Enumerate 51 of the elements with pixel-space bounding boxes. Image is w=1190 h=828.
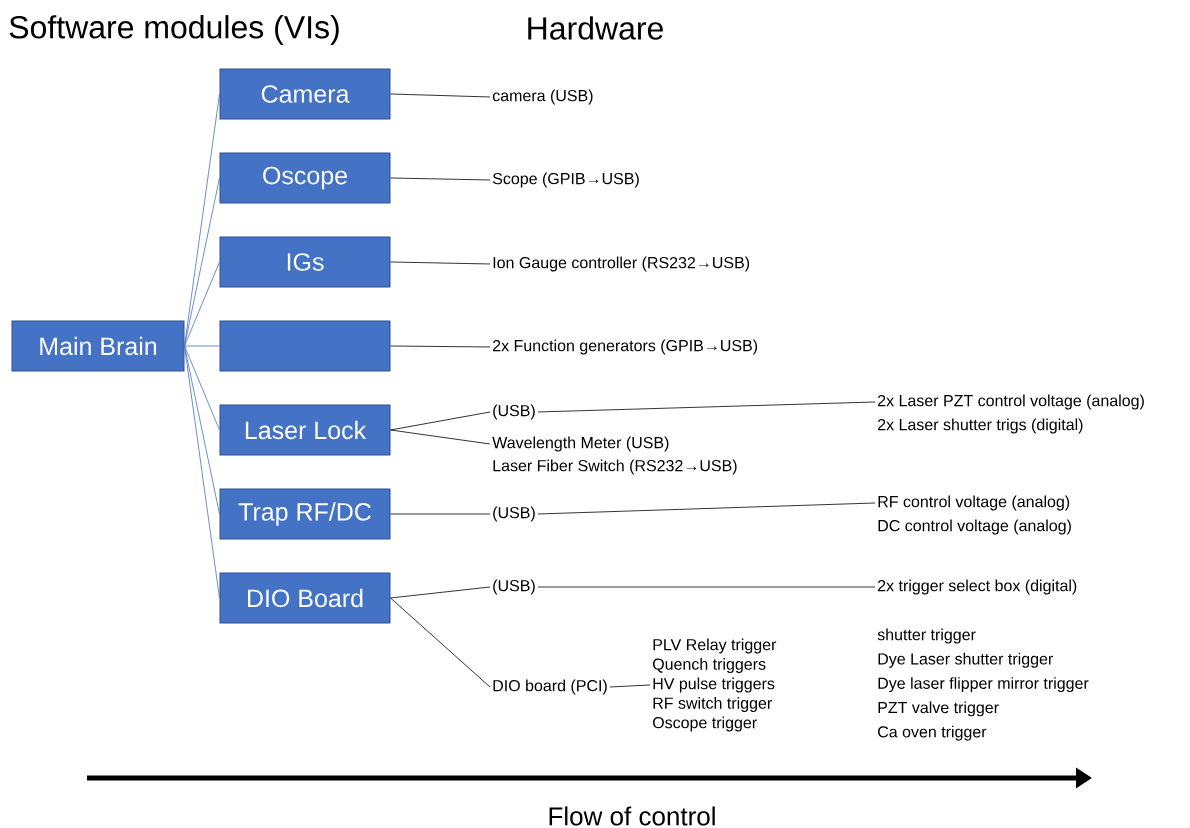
connector-line bbox=[184, 345, 220, 515]
trigger-label: PZT valve trigger bbox=[878, 701, 999, 717]
connector-line bbox=[184, 345, 220, 431]
hardware-label: camera (USB) bbox=[492, 89, 593, 105]
module-box: Oscope bbox=[219, 152, 391, 204]
connector-line bbox=[390, 93, 491, 98]
connector-line bbox=[390, 586, 491, 599]
module-box: Main Brain bbox=[11, 320, 185, 372]
module-box: Laser Lock bbox=[219, 404, 391, 456]
connector-line bbox=[184, 345, 220, 347]
hardware-label: DIO board (PCI) bbox=[493, 679, 607, 695]
hardware-label: Laser Fiber Switch (RS232→USB) bbox=[493, 459, 737, 475]
connector-line bbox=[537, 401, 876, 413]
trigger-list: PLV Relay trigger Quench triggers HV pulse triggers RF switch trigger Oscope trigger bbox=[652, 638, 777, 732]
hardware-label: DC control voltage (analog) bbox=[878, 519, 1071, 535]
module-box: IGs bbox=[219, 236, 391, 288]
hardware-label: 2x Laser PZT control voltage (analog) bbox=[878, 394, 1144, 410]
module-box bbox=[219, 320, 391, 372]
axis-caption: Flow of control bbox=[549, 806, 715, 826]
trigger-label: Dye laser flipper mirror trigger bbox=[878, 677, 1089, 693]
connector-line bbox=[390, 345, 491, 348]
connector-line bbox=[184, 177, 220, 347]
connector-line bbox=[390, 513, 491, 515]
connector-line bbox=[390, 177, 491, 181]
connector-line bbox=[537, 586, 876, 588]
connector-line bbox=[390, 429, 491, 445]
module-box: Camera bbox=[219, 68, 391, 120]
hardware-label: Ion Gauge controller (RS232→USB) bbox=[493, 256, 750, 272]
connector-line bbox=[609, 684, 651, 688]
hardware-label: 2x trigger select box (digital) bbox=[878, 579, 1077, 595]
connector-line bbox=[184, 261, 220, 347]
hardware-label: (USB) bbox=[493, 404, 535, 420]
column-heading: Hardware bbox=[528, 16, 663, 40]
hardware-label: (USB) bbox=[493, 579, 535, 595]
connector-line bbox=[390, 411, 491, 431]
hardware-label: 2x Function generators (GPIB→USB) bbox=[493, 339, 758, 355]
column-heading: Software modules (VIs) bbox=[9, 15, 339, 45]
hardware-label: Wavelength Meter (USB) bbox=[492, 436, 669, 452]
hardware-label: RF control voltage (analog) bbox=[878, 495, 1070, 511]
trigger-label: Dye Laser shutter trigger bbox=[878, 652, 1053, 668]
connector-line bbox=[184, 345, 220, 599]
trigger-label: Ca oven trigger bbox=[878, 725, 987, 741]
hardware-label: 2x Laser shutter trigs (digital) bbox=[878, 418, 1083, 434]
module-box: Trap RF/DC bbox=[219, 488, 391, 540]
module-box: DIO Board bbox=[219, 572, 391, 624]
connector-line bbox=[390, 261, 491, 265]
trigger-label: shutter trigger bbox=[877, 628, 976, 644]
connector-line bbox=[390, 597, 491, 688]
connector-line bbox=[537, 502, 876, 515]
hardware-label: Scope (GPIB→USB) bbox=[492, 172, 639, 188]
hardware-label: (USB) bbox=[493, 506, 535, 522]
